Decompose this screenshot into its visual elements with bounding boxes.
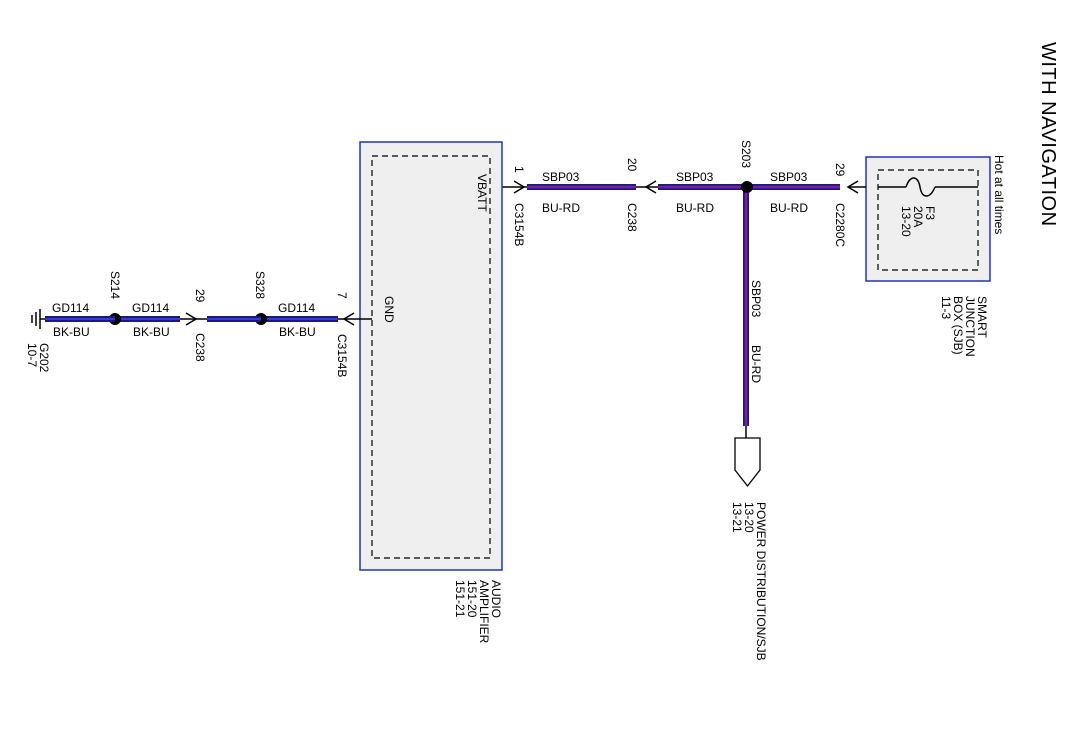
amplifier-name-line-1: AUDIO <box>489 580 503 618</box>
wire-circuit-label: SBP03 <box>749 280 763 318</box>
connector-c238-top: 20 C238 <box>625 158 658 232</box>
ground-icon <box>31 309 45 329</box>
sjb-pin: 29 <box>833 163 847 177</box>
wire-color-label: BK-BU <box>133 325 170 339</box>
wire-color-label: BU-RD <box>542 201 580 215</box>
ground-label-line-1: G202 <box>37 343 51 373</box>
smart-junction-box: F3 20A 13-20 Hot at all times SMART JUNC… <box>865 155 1006 357</box>
wire-sbp03-c238-to-amplifier: SBP03 BU-RD <box>527 170 636 215</box>
diagram-title: WITH NAVIGATION <box>1037 42 1059 227</box>
connector-arrow-icon <box>513 180 526 194</box>
vbatt-label: VBATT <box>475 174 489 212</box>
wire-circuit-label: SBP03 <box>676 170 714 184</box>
s328-label: S328 <box>253 271 267 299</box>
s214-label: S214 <box>108 271 122 299</box>
wire-gd114-amplifier-to-s328: GD114 BK-BU <box>261 301 338 339</box>
hot-at-all-times-label: Hot at all times <box>992 155 1006 234</box>
wire-gd114-c238-to-s214: GD114 BK-BU <box>115 301 180 339</box>
connector-arrow-icon <box>644 180 657 194</box>
power-distribution-reference: POWER DISTRIBUTION/SJB 13-20 13-21 <box>730 437 768 661</box>
page-reference-arrow-icon <box>734 437 761 488</box>
sjb-name-line-3: BOX (SJB) <box>951 296 965 355</box>
fuse-icon <box>905 177 936 197</box>
splice-s203: S203 SBP03 BU-RD <box>739 140 763 438</box>
c238-bottom-connector: C238 <box>193 333 207 362</box>
connector-c238-bottom: 29 C238 <box>180 289 207 362</box>
splice-dot-icon <box>741 181 753 193</box>
ground-label-line-2: 10-7 <box>25 343 39 367</box>
wire-sbp03-sjb-to-s203: SBP03 BU-RD <box>748 170 840 215</box>
ground-g202: G202 10-7 <box>25 309 51 373</box>
vbatt-connector: C3154B <box>512 203 526 246</box>
sjb-name-line-2: JUNCTION <box>963 296 977 357</box>
power-dist-line-3: 13-21 <box>730 502 744 533</box>
wire-circuit-label: SBP03 <box>542 170 580 184</box>
wire-color-label: BK-BU <box>279 325 316 339</box>
gnd-connector: C3154B <box>335 334 349 377</box>
amplifier-name-line-4: 151-21 <box>453 580 467 618</box>
power-dist-line-2: 13-20 <box>742 502 756 533</box>
wire-color-label: BU-RD <box>770 201 808 215</box>
sjb-connector: C2280C <box>833 203 847 247</box>
connector-arrow-icon <box>342 312 355 326</box>
c238-top-pin: 20 <box>625 158 639 172</box>
gnd-pin: 7 <box>335 292 349 299</box>
vbatt-pin: 1 <box>512 166 526 173</box>
amplifier-name-line-2: AMPLIFIER <box>477 580 491 644</box>
wire-sbp03-s203-to-c238: SBP03 BU-RD <box>658 170 748 215</box>
fuse-label-3: 13-20 <box>899 206 913 237</box>
wire-gd114-s214-to-ground: GD114 BK-BU <box>45 301 115 339</box>
connector-c3154b-vbatt: 1 C3154B <box>490 166 527 246</box>
wire-color-label: BK-BU <box>53 325 90 339</box>
wire-color-label: BU-RD <box>676 201 714 215</box>
connector-c3154b-gnd: 7 C3154B <box>335 292 372 377</box>
audio-amplifier: VBATT GND AUDIO AMPLIFIER 151-20 151-21 <box>359 141 503 644</box>
wire-circuit-label: GD114 <box>278 301 315 315</box>
connector-c2280c: 29 C2280C <box>833 163 866 247</box>
wire-color-label: BU-RD <box>749 345 763 383</box>
gnd-label: GND <box>382 296 396 323</box>
sjb-name-line-1: SMART <box>975 296 989 338</box>
sjb-name-line-4: 11-3 <box>939 296 953 319</box>
c238-top-connector: C238 <box>625 203 639 232</box>
s203-label: S203 <box>739 140 753 168</box>
fuse-label-1: F3 <box>923 206 937 220</box>
wire-circuit-label: SBP03 <box>770 170 808 184</box>
connector-arrow-icon <box>185 312 198 326</box>
c238-bottom-pin: 29 <box>193 289 207 303</box>
wire-circuit-label: GD114 <box>132 301 169 315</box>
amplifier-name-line-3: 151-20 <box>465 580 479 618</box>
wire-circuit-label: GD114 <box>52 301 89 315</box>
fuse-label-2: 20A <box>911 206 925 227</box>
connector-arrow-icon <box>846 180 859 194</box>
power-dist-line-1: POWER DISTRIBUTION/SJB <box>754 502 768 661</box>
